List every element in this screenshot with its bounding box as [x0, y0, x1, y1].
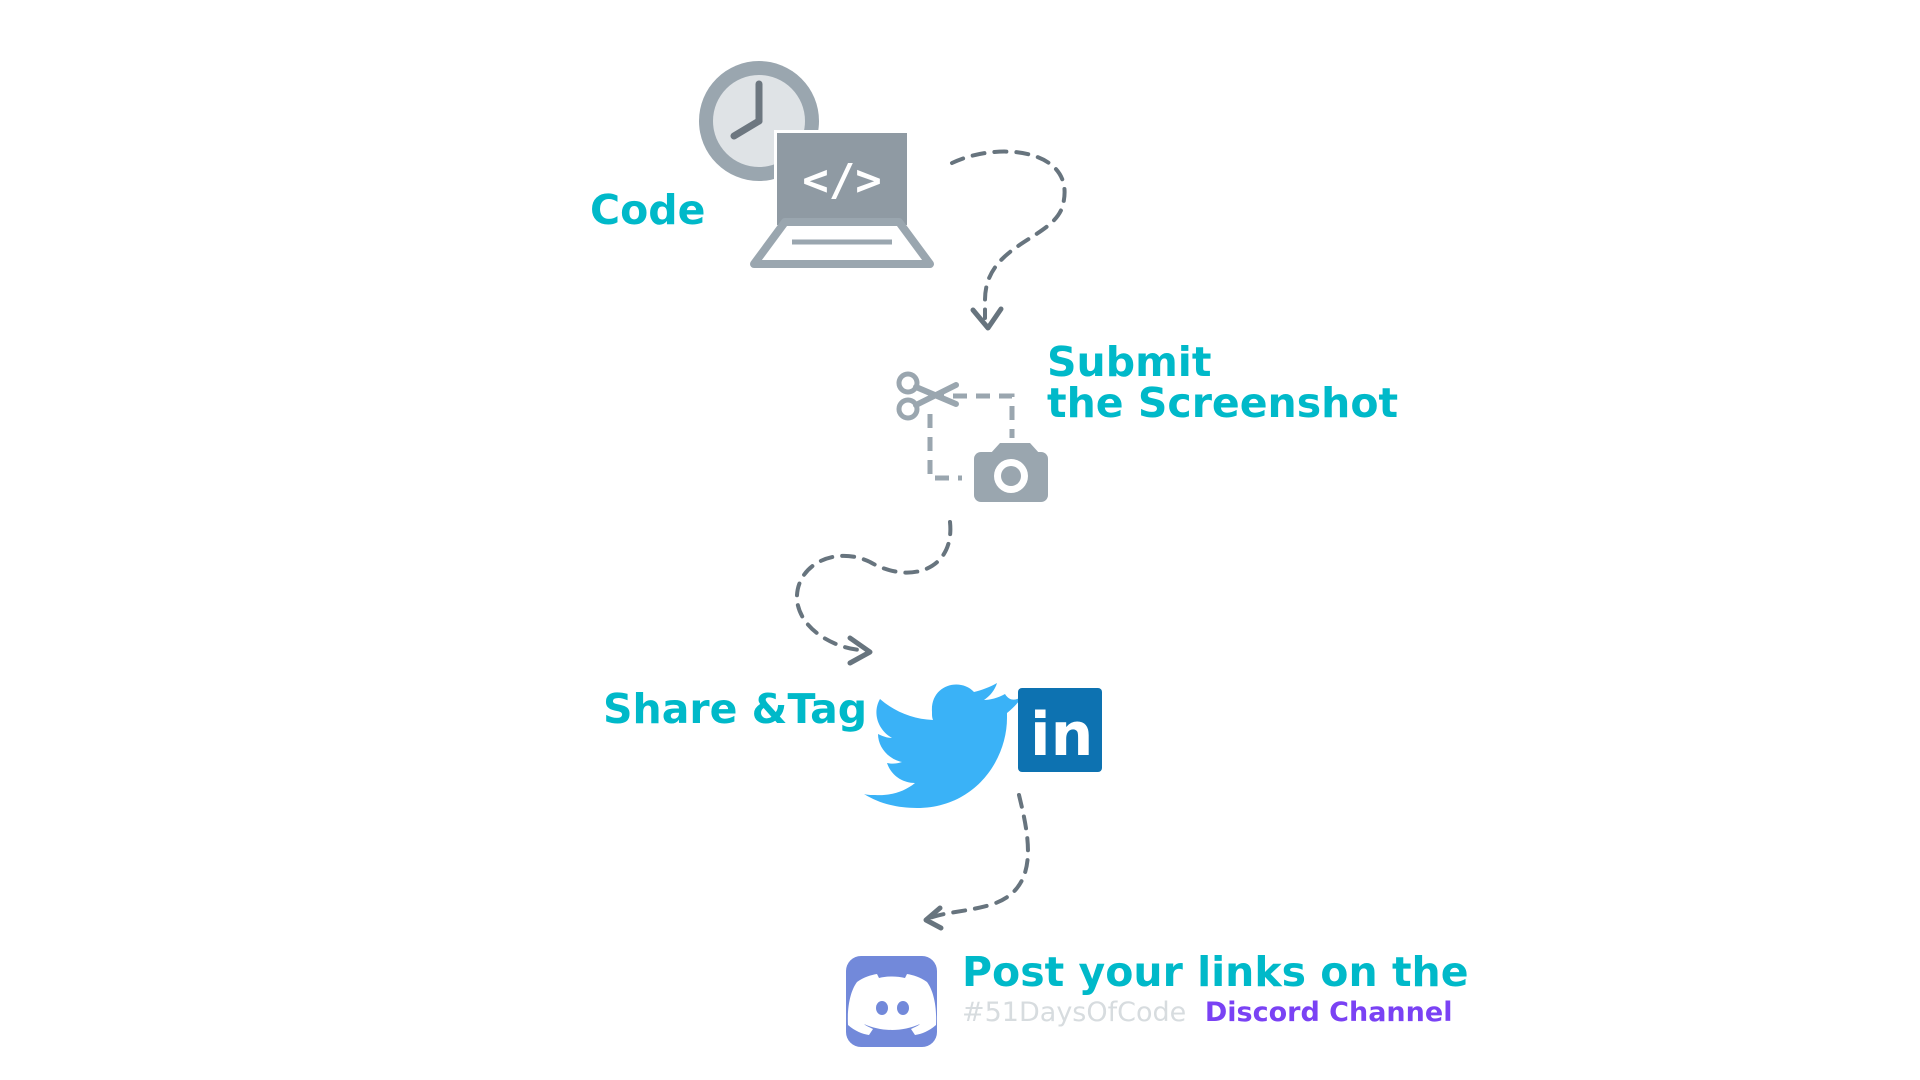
- arrow-3: [923, 793, 1030, 931]
- step-code: </> Code: [590, 61, 934, 268]
- step-screenshot-label-line2: the Screenshot: [1047, 379, 1398, 427]
- linkedin-icon: in: [1018, 688, 1102, 772]
- twitter-icon: [864, 683, 1022, 808]
- code-glyph: </>: [802, 155, 881, 206]
- step-code-label: Code: [590, 186, 705, 234]
- step-post: Post your links on the #51DaysOfCode Dis…: [846, 948, 1469, 1047]
- step-post-hashtag-line: #51DaysOfCode Discord Channel: [962, 997, 1452, 1028]
- step-post-label: Post your links on the: [962, 948, 1469, 996]
- hashtag-text: #51DaysOfCode: [962, 997, 1186, 1028]
- step-share: Share &Tag in: [603, 683, 1102, 808]
- step-screenshot: Submit the Screenshot: [896, 338, 1398, 502]
- step-share-label: Share &Tag: [603, 685, 867, 733]
- laptop-clock-icon: </>: [699, 61, 934, 268]
- discord-icon: [846, 956, 937, 1047]
- discord-channel-text: Discord Channel: [1205, 997, 1453, 1028]
- camera-icon: [974, 443, 1048, 502]
- svg-text:in: in: [1030, 700, 1093, 770]
- laptop-base: [750, 218, 934, 268]
- dashed-selection: [927, 393, 1015, 481]
- arrow-1: [950, 149, 1067, 331]
- arrow-2: [794, 520, 953, 666]
- step-screenshot-label-line1: Submit: [1047, 338, 1211, 386]
- scissors-icon: [896, 371, 959, 421]
